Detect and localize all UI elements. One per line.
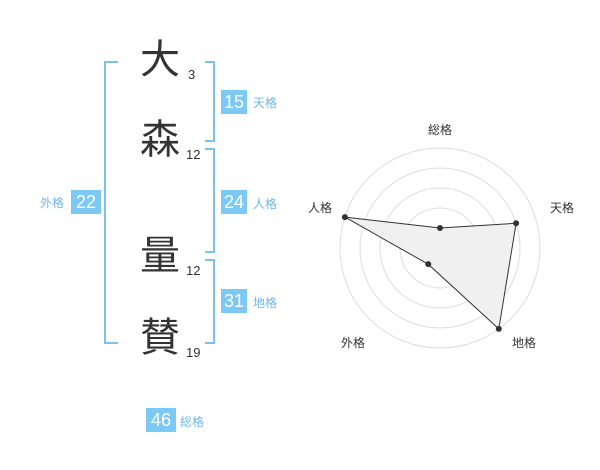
radar-label-gaikaku: 外格 bbox=[341, 336, 366, 350]
radar-ring bbox=[339, 147, 541, 349]
tenkaku-value: 15 bbox=[221, 90, 247, 114]
radar-point-soukaku bbox=[437, 225, 443, 231]
radar-point-gaikaku bbox=[425, 261, 432, 268]
jinkaku-bracket bbox=[205, 148, 215, 253]
jinkaku-label: 人格 bbox=[253, 197, 278, 211]
radar-point-chikaku bbox=[495, 325, 502, 332]
soukaku-label: 総格 bbox=[180, 415, 205, 429]
chikaku-value: 31 bbox=[221, 289, 247, 313]
tenkaku-bracket bbox=[205, 61, 215, 142]
chikaku-label: 地格 bbox=[253, 296, 278, 310]
radar-label-tenkaku: 天格 bbox=[550, 201, 575, 215]
radar-points bbox=[341, 214, 520, 332]
stroke-count-1: 3 bbox=[188, 67, 196, 82]
chikaku-bracket bbox=[205, 259, 215, 344]
radar-area bbox=[344, 216, 517, 330]
gaikaku-bracket bbox=[104, 61, 118, 344]
gaikaku-value: 22 bbox=[71, 190, 101, 214]
radar-label-chikaku: 地格 bbox=[512, 336, 537, 350]
stroke-count-3: 12 bbox=[186, 263, 201, 278]
name-char-4: 賛 bbox=[140, 315, 180, 361]
stroke-count-2: 12 bbox=[186, 147, 201, 162]
radar-label-jinkaku: 人格 bbox=[308, 201, 333, 215]
gaikaku-label: 外格 bbox=[40, 196, 65, 210]
name-char-2: 森 bbox=[140, 117, 180, 163]
soukaku-value: 46 bbox=[146, 408, 176, 432]
name-char-1: 大 bbox=[140, 37, 180, 83]
radar-point-jinkaku bbox=[341, 214, 348, 221]
tenkaku-label: 天格 bbox=[253, 96, 278, 110]
stroke-count-4: 19 bbox=[186, 345, 201, 360]
radar-label-soukaku: 総格 bbox=[428, 123, 453, 137]
jinkaku-value: 24 bbox=[221, 190, 247, 214]
name-char-3: 量 bbox=[140, 233, 180, 279]
radar-ring bbox=[359, 167, 521, 329]
radar-point-tenkaku bbox=[513, 220, 520, 227]
